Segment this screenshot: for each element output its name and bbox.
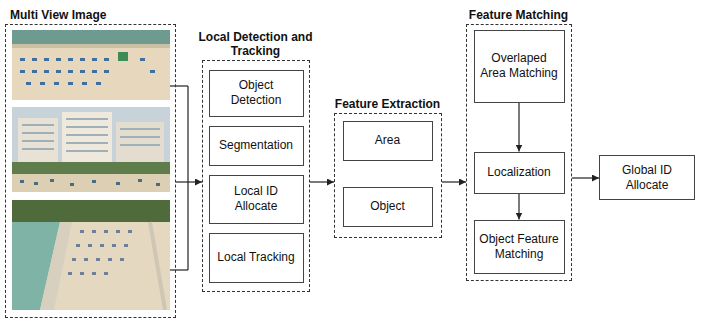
process-box: Segmentation [209,126,304,166]
box-label: Localization [487,165,550,180]
process-box: Object [343,187,433,227]
process-box: Global ID Allocate [599,155,695,200]
flow-arrow [442,181,466,182]
stage-heading: Feature Extraction [313,97,463,111]
stage-heading: Feature Matching [444,8,594,22]
stage-group: Feature ExtractionAreaObject [334,113,442,238]
flow-arrow [518,194,519,220]
box-label: Object Feature Matching [479,232,560,262]
process-box: Local ID Allocate [209,175,304,224]
box-label: Local Tracking [217,250,294,265]
flow-arrow [518,103,519,152]
merge-bracket [170,86,188,270]
flow-arrow [572,177,599,178]
flow-arrow [176,181,202,182]
stage-group: Multi View Image [5,24,176,318]
process-box: Object Feature Matching [474,220,565,274]
process-box: Local Tracking [209,233,304,283]
stage-heading: Multi View Image [10,8,106,22]
box-label: Overlaped Area Matching [479,51,560,81]
process-box: Localization [474,152,565,194]
beach-photo [12,200,170,310]
box-label: Local ID Allocate [214,184,299,214]
hotel-photo [12,107,170,192]
box-label: Global ID Allocate [604,163,690,193]
box-label: Area [375,133,400,148]
process-box: Overlaped Area Matching [474,30,565,103]
stage-group: Local Detection and TrackingObject Detec… [202,60,310,292]
box-label: Segmentation [219,138,293,153]
stage-heading: Local Detection and Tracking [181,30,331,58]
process-box: Object Detection [209,70,304,117]
box-label: Object Detection [214,78,299,108]
box-label: Object [370,199,405,214]
aerial-beach-photo [12,30,170,100]
process-box: Area [343,121,433,161]
stage-group: Feature MatchingOverlaped Area MatchingL… [466,24,572,281]
flow-arrow [310,181,334,182]
